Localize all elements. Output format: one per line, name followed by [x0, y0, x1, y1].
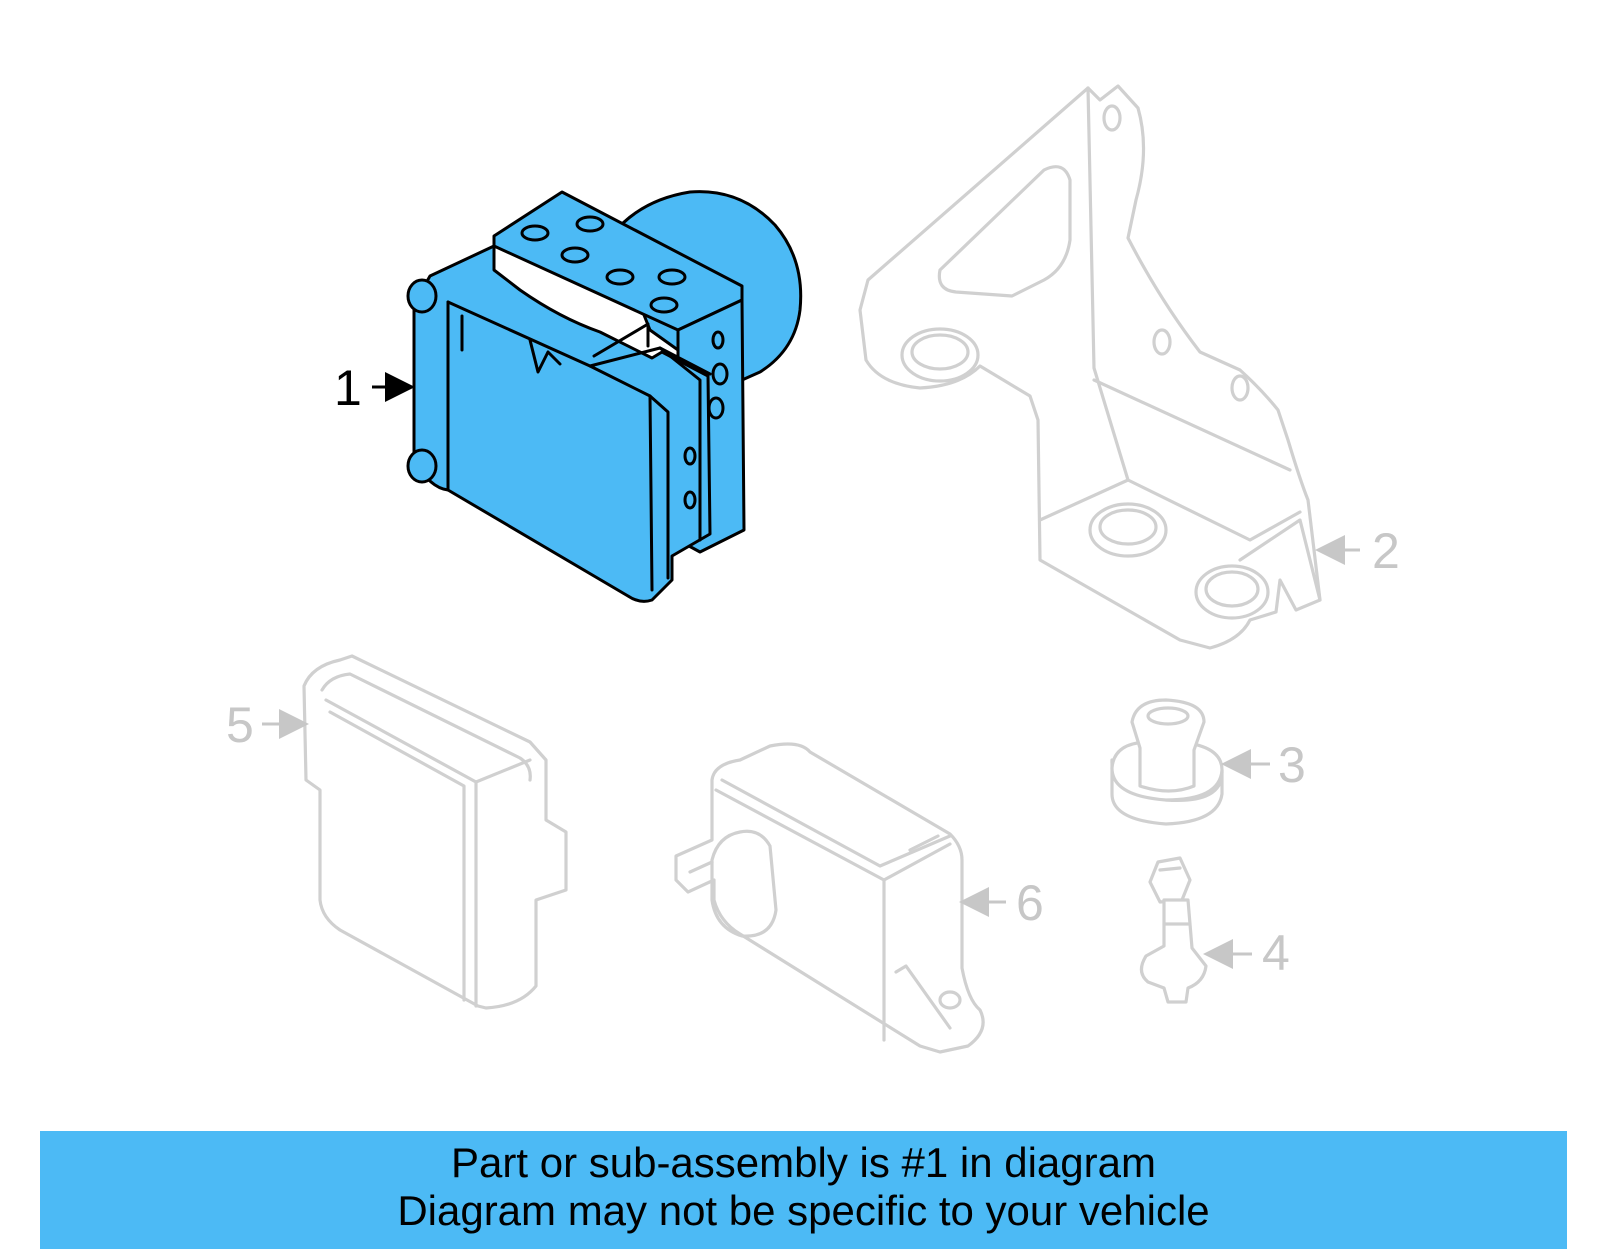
callout-2: 2 — [1315, 523, 1400, 579]
footer-banner: Part or sub-assembly is #1 in diagram Di… — [40, 1131, 1567, 1249]
callout-2-label: 2 — [1372, 523, 1400, 579]
part-3-grommet — [1110, 698, 1224, 826]
callout-4-label: 4 — [1262, 925, 1290, 981]
callout-1-label: 1 — [334, 360, 362, 416]
callout-4: 4 — [1203, 925, 1290, 981]
callout-6: 6 — [959, 875, 1044, 931]
footer-line-2: Diagram may not be specific to your vehi… — [397, 1187, 1210, 1234]
callout-3: 3 — [1221, 737, 1306, 793]
part-5-control-module — [302, 654, 568, 1010]
part-4-bolt — [1139, 856, 1208, 1004]
callout-5-label: 5 — [226, 697, 254, 753]
callout-1: 1 — [334, 360, 415, 416]
callout-3-label: 3 — [1278, 737, 1306, 793]
part-2-bracket — [858, 84, 1322, 650]
footer-line-1: Part or sub-assembly is #1 in diagram — [451, 1139, 1156, 1186]
part-1-abs-modulator — [406, 190, 803, 603]
part-6-sensor-module — [674, 742, 985, 1054]
callout-6-label: 6 — [1016, 875, 1044, 931]
callout-5: 5 — [226, 697, 309, 753]
